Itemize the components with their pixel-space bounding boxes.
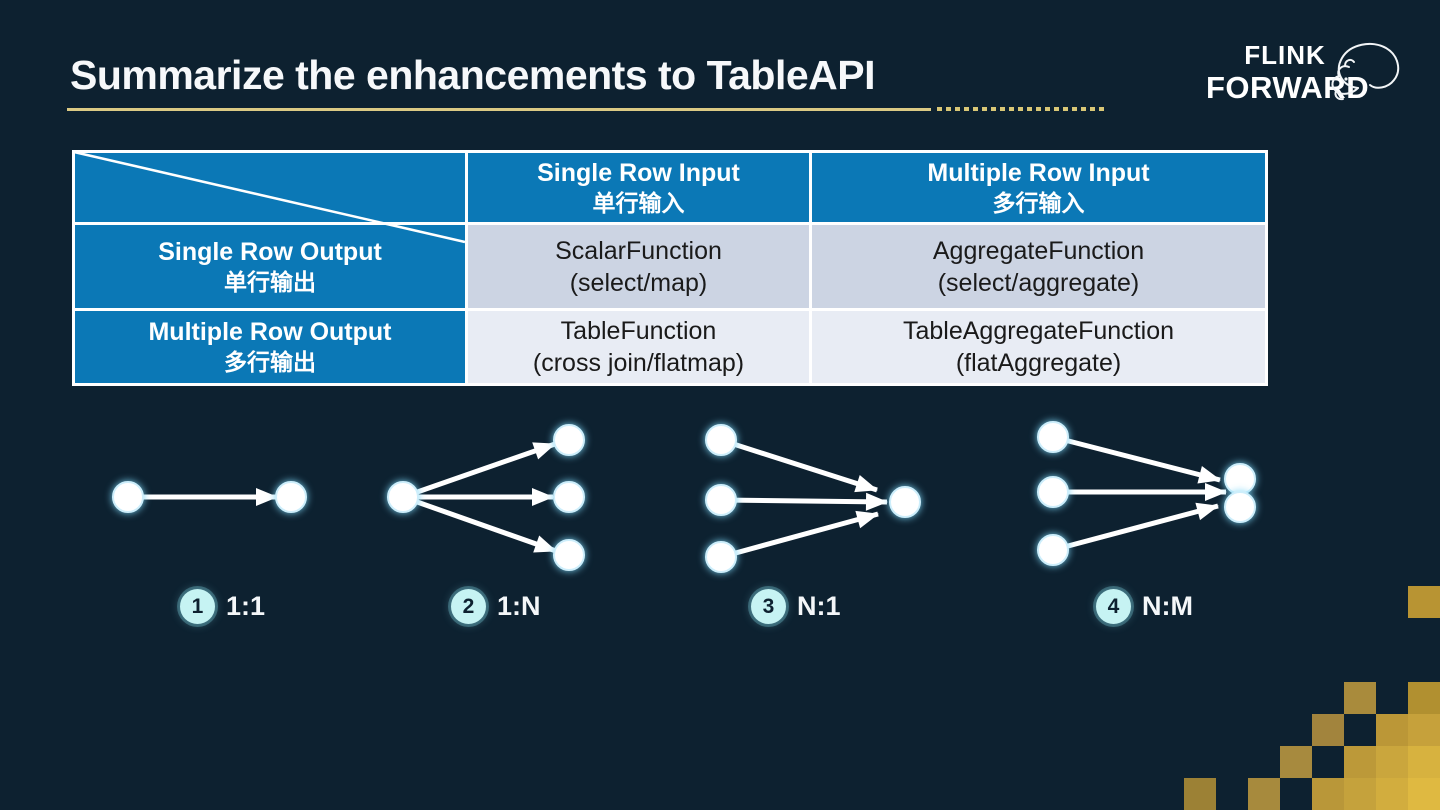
diagram-N:M [1037,421,1256,566]
cell-text: AggregateFunction [932,236,1145,265]
diagram-3-label: N:1 [797,591,841,621]
row-node [553,539,585,571]
cell-text: TableAggregateFunction [902,317,1175,345]
mosaic-square [1376,746,1408,778]
page-title: Summarize the enhancements to TableAPI [70,52,876,98]
row-label-zh: 多行输出 [224,349,316,376]
cell-text: TableFunction [560,317,717,345]
header-text-zh: 多行输入 [992,189,1085,216]
cell-subtext: (cross join/flatmap) [532,349,745,377]
matrix-cell-aggregatefunction: AggregateFunction (select/aggregate) [812,225,1265,308]
cell-subtext: (flatAggregate) [955,349,1122,377]
row-label-zh: 单行输出 [224,268,316,295]
mosaic-square [1376,778,1408,810]
row-node [275,481,307,513]
squirrel-icon [1331,42,1400,101]
diagram-1:N [387,424,585,571]
matrix-corner-cell [75,153,465,222]
row-node [705,484,737,516]
matrix-header-multiple-row-input: Multiple Row Input 多行输入 [812,153,1265,222]
cell-subtext: (select/map) [569,268,708,297]
mosaic-square [1408,586,1440,618]
title-underline [67,108,931,111]
matrix-cell-scalarfunction: ScalarFunction (select/map) [468,225,809,308]
row-node [112,481,144,513]
row-node [1224,491,1256,523]
mosaic-square [1248,778,1280,810]
diagram-N:1 [705,424,921,573]
diagram-4-badge: 4 [1096,589,1131,624]
cell-subtext: (select/aggregate) [937,268,1140,297]
title-underline-dotted [937,107,1105,111]
diagram-2-label: 1:N [497,591,541,621]
arrow-edge [1052,502,1219,553]
mosaic-square [1408,746,1440,778]
row-node [705,424,737,456]
mosaic-square [1344,778,1376,810]
arrow-edge [720,510,879,560]
header-text: Multiple Row Input [927,158,1150,187]
mosaic-square [1408,778,1440,810]
diagram-1-caption: 1 1:1 [180,589,265,624]
matrix-cell-tablefunction: TableFunction (cross join/flatmap) [468,311,809,383]
mosaic-square [1408,682,1440,714]
arrow-edge [1052,434,1221,484]
diagram-1-badge: 1 [180,589,215,624]
matrix-cell-tableaggregatefunction: TableAggregateFunction (flatAggregate) [812,311,1265,383]
diagram-1:1 [112,481,307,513]
function-matrix-table: Single Row Input 单行输入 Multiple Row Input… [72,150,1268,386]
row-label: Single Row Output [158,237,382,266]
matrix-rowlabel-single-row-output: Single Row Output 单行输出 [75,225,465,308]
matrix-header-single-row-input: Single Row Input 单行输入 [468,153,809,222]
row-label: Multiple Row Output [148,318,392,347]
cell-text: ScalarFunction [555,236,722,265]
diagram-2-caption: 2 1:N [451,589,541,624]
mosaic-square [1280,746,1312,778]
diagram-2-badge: 2 [451,589,486,624]
diagram-1-label: 1:1 [226,591,266,621]
mosaic-square [1344,746,1376,778]
diagram-3-caption: 3 N:1 [751,589,841,624]
mosaic-square [1312,778,1344,810]
arrow-edge [720,492,888,511]
row-node [387,481,419,513]
row-node [1224,463,1256,495]
mosaic-square [1376,714,1408,746]
row-node [705,541,737,573]
row-node [889,486,921,518]
mosaic-square [1408,714,1440,746]
logo-flink-text: FLINK [1244,40,1326,70]
row-node [553,481,585,513]
arrow-edge [402,441,556,500]
arrow-edge [402,494,557,554]
arrow-edge [720,437,878,493]
diagram-4-caption: 4 N:M [1096,589,1193,624]
diagram-3-badge: 3 [751,589,786,624]
row-node [1037,476,1069,508]
mosaic-square [1184,778,1216,810]
row-node [553,424,585,456]
diagram-4-label: N:M [1142,591,1193,621]
matrix-rowlabel-multiple-row-output: Multiple Row Output 多行输出 [75,311,465,383]
mosaic-square [1312,714,1344,746]
row-node [1037,534,1069,566]
mosaic-square [1344,682,1376,714]
header-text-zh: 单行输入 [592,189,685,216]
header-text: Single Row Input [537,158,740,187]
row-node [1037,421,1069,453]
